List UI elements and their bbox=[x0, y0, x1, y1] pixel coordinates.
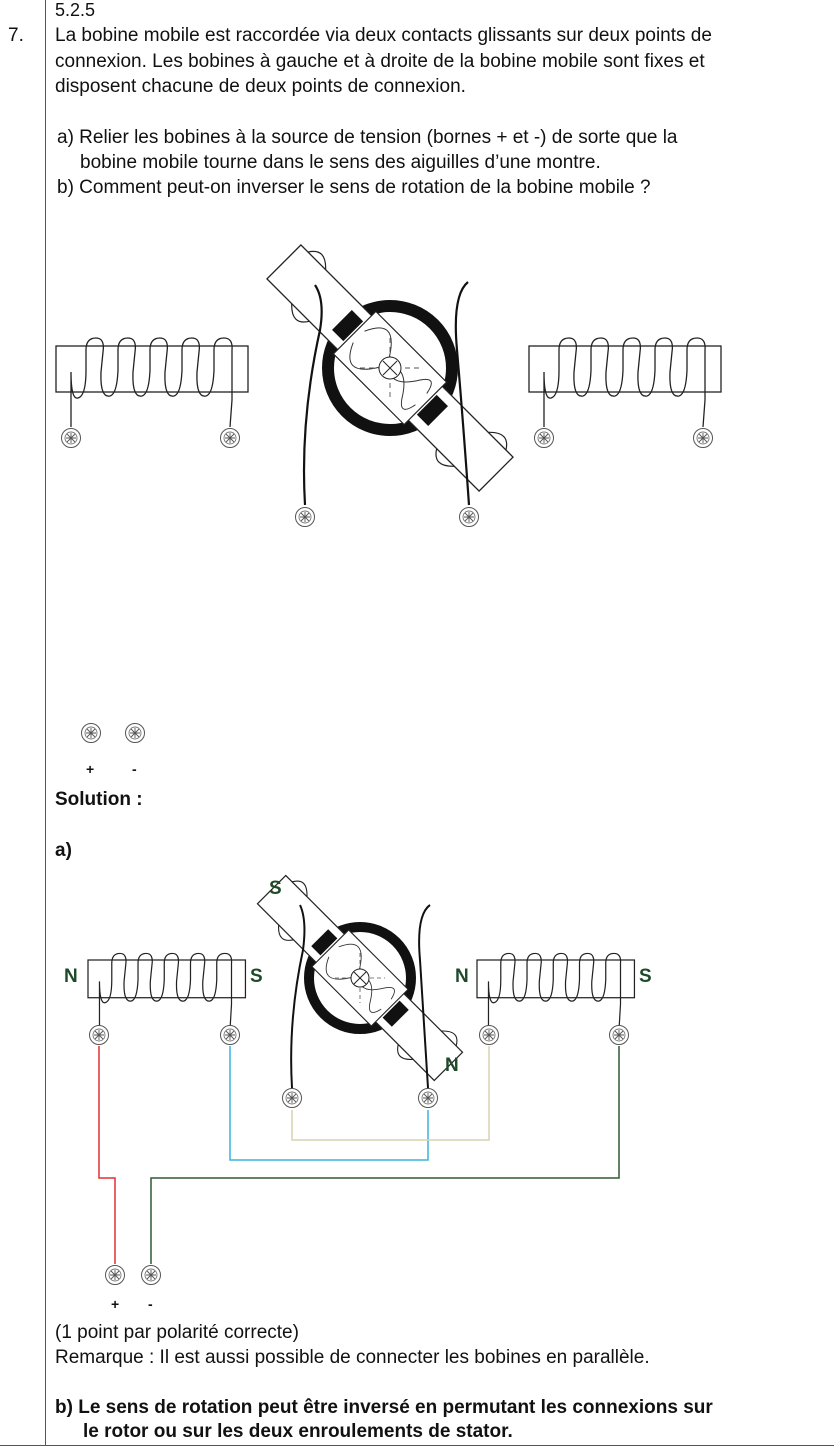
solution-right-coil bbox=[476, 952, 636, 1033]
remark: Remarque : Il est aussi possible de conn… bbox=[55, 1347, 650, 1368]
pole-left-coil-left: N bbox=[64, 966, 78, 987]
exercise-number: 7. bbox=[8, 25, 24, 46]
question-a-line-1: a) Relier les bobines à la source de ten… bbox=[57, 127, 678, 148]
solution-a-label: a) bbox=[55, 840, 72, 861]
rotor bbox=[266, 244, 514, 527]
wire-green bbox=[150, 1046, 620, 1264]
solution-rotor-terminal-right bbox=[418, 1088, 438, 1108]
solution-right-terminal-2 bbox=[609, 1025, 629, 1045]
solution-rotor bbox=[256, 874, 464, 1108]
pole-rotor-bottom: N bbox=[445, 1055, 459, 1076]
minus-label: - bbox=[132, 761, 137, 777]
section-number: 5.2.5 bbox=[55, 0, 96, 20]
solution-right-terminal-1 bbox=[479, 1025, 499, 1045]
left-coil bbox=[55, 337, 249, 448]
pole-right-coil-left: N bbox=[455, 966, 469, 987]
wire-beige bbox=[291, 1046, 490, 1141]
solution-source-minus bbox=[141, 1265, 161, 1285]
left-margin-rule bbox=[45, 0, 46, 1446]
intro-line-1: La bobine mobile est raccordée via deux … bbox=[55, 25, 712, 46]
answer-b-line-2: le rotor ou sur les deux enroulements de… bbox=[83, 1421, 513, 1442]
answer-b-line-1: b) Le sens de rotation peut être inversé… bbox=[55, 1397, 713, 1418]
question-b: b) Comment peut-on inverser le sens de r… bbox=[57, 177, 651, 198]
solution-left-terminal-2 bbox=[220, 1025, 240, 1045]
pole-left-coil-right: S bbox=[250, 966, 263, 987]
bottom-rule bbox=[0, 1445, 834, 1446]
plus-label: + bbox=[86, 761, 95, 777]
solution-source-plus bbox=[105, 1265, 125, 1285]
solution-left-terminal-1 bbox=[89, 1025, 109, 1045]
intro-line-3: disposent chacune de deux points de conn… bbox=[55, 76, 466, 97]
wire-plus bbox=[98, 1046, 116, 1264]
intro-line-2: connexion. Les bobines à gauche et à dro… bbox=[55, 51, 705, 72]
pole-rotor-top: S bbox=[269, 878, 282, 899]
solution-plus-label: + bbox=[111, 1296, 120, 1312]
solution-rotor-terminal-left bbox=[282, 1088, 302, 1108]
solution-left-coil bbox=[87, 952, 247, 1033]
pole-right-coil-right: S bbox=[639, 966, 652, 987]
wire-blue bbox=[229, 1046, 429, 1161]
solution-heading: Solution : bbox=[55, 789, 143, 810]
question-a-line-2: bobine mobile tourne dans le sens des ai… bbox=[80, 152, 601, 173]
right-coil bbox=[528, 337, 722, 448]
solution-minus-label: - bbox=[148, 1296, 153, 1312]
scoring-note: (1 point par polarité correcte) bbox=[55, 1322, 299, 1343]
